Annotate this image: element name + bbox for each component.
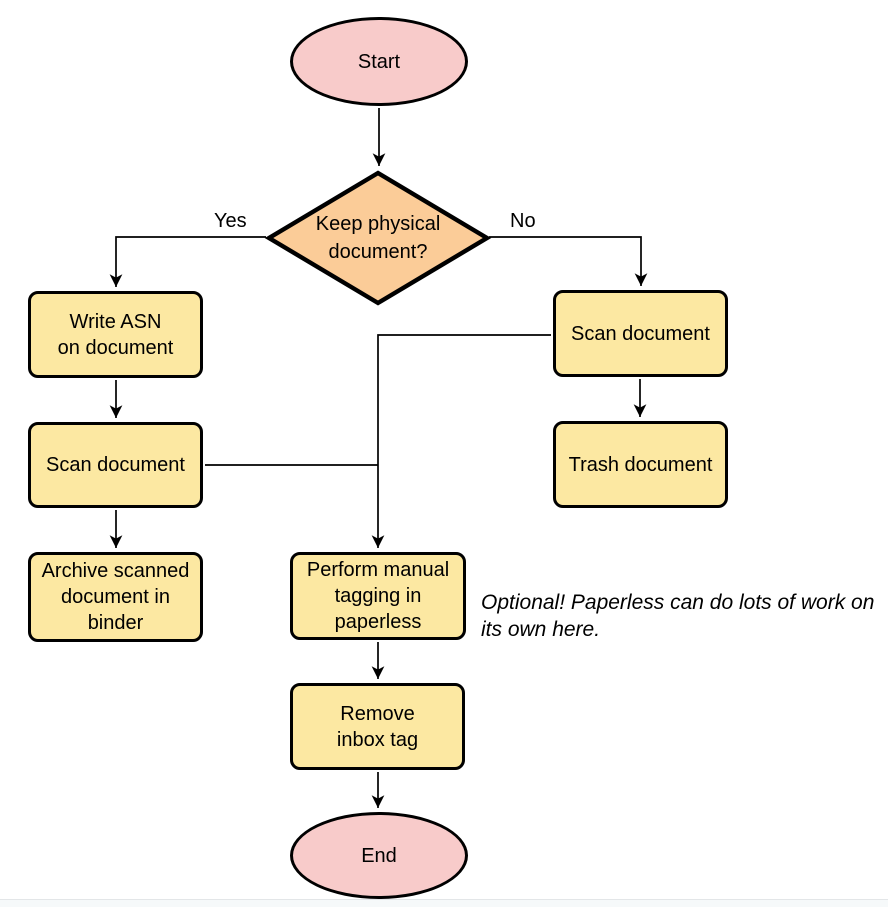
edge-scanright-to-tagging xyxy=(371,334,551,548)
manual-tagging-node: Perform manual tagging in paperless xyxy=(290,552,466,640)
decision-node-label: Keep physical document? xyxy=(315,213,441,263)
start-node-label: Start xyxy=(357,50,401,73)
edge-decision-yes xyxy=(109,236,266,287)
archive-node-label: Archive scanned document in binder xyxy=(41,560,190,634)
write-asn-node-label: Write ASN on document xyxy=(57,310,174,359)
scan-document-right-node: Scan document xyxy=(553,290,728,377)
scan-document-left-label: Scan document xyxy=(46,454,185,476)
page-bottom-edge xyxy=(0,899,888,907)
edge-label-yes: Yes xyxy=(212,210,249,232)
start-node: Start xyxy=(290,17,468,106)
manual-tagging-label: Perform manual tagging in paperless xyxy=(306,559,450,633)
decision-node: Keep physical document? xyxy=(278,210,478,266)
end-node: End xyxy=(290,812,468,899)
optional-annotation: Optional! Paperless can do lots of work … xyxy=(481,591,875,641)
edge-decision-no xyxy=(489,236,648,286)
scan-document-left-node: Scan document xyxy=(28,422,203,508)
scan-document-right-label: Scan document xyxy=(571,322,710,345)
trash-document-node: Trash document xyxy=(553,421,728,508)
remove-inbox-tag-node: Remove inbox tag xyxy=(290,683,465,770)
edge-label-no: No xyxy=(508,210,538,232)
end-node-label: End xyxy=(361,844,397,867)
remove-inbox-tag-label: Remove inbox tag xyxy=(336,702,419,751)
decision-node-shape xyxy=(264,170,492,306)
trash-document-label: Trash document xyxy=(568,453,713,476)
archive-node: Archive scanned document in binder xyxy=(28,552,203,642)
write-asn-node: Write ASN on document xyxy=(28,291,203,378)
